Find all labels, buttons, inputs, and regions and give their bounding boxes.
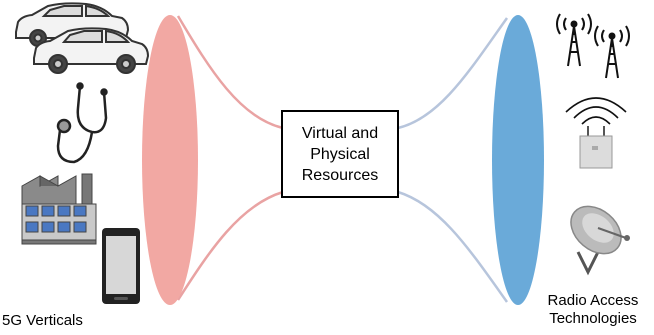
satellite-dish-icon: [570, 205, 630, 276]
stethoscope-icon: [56, 82, 108, 164]
rat-caption: Radio Access Technologies: [532, 292, 654, 328]
factory-icon: [21, 173, 97, 245]
rat-caption-line2: Technologies: [549, 310, 637, 327]
verticals-ellipse: [142, 15, 198, 305]
cell-tower-icon: [556, 13, 630, 79]
smartphone-icon: [102, 228, 140, 304]
verticals-caption: 5G Verticals: [2, 312, 83, 329]
car-icon: [15, 2, 150, 74]
link-bottom-left: [176, 190, 284, 301]
wifi-access-point-icon: [565, 97, 627, 169]
resources-box: Virtual and Physical Resources: [281, 110, 399, 198]
rat-ellipse: [492, 15, 544, 305]
rat-caption-line1: Radio Access: [547, 292, 639, 309]
link-top-right: [397, 17, 509, 130]
link-top-left: [176, 15, 284, 130]
link-bottom-right: [397, 190, 509, 303]
